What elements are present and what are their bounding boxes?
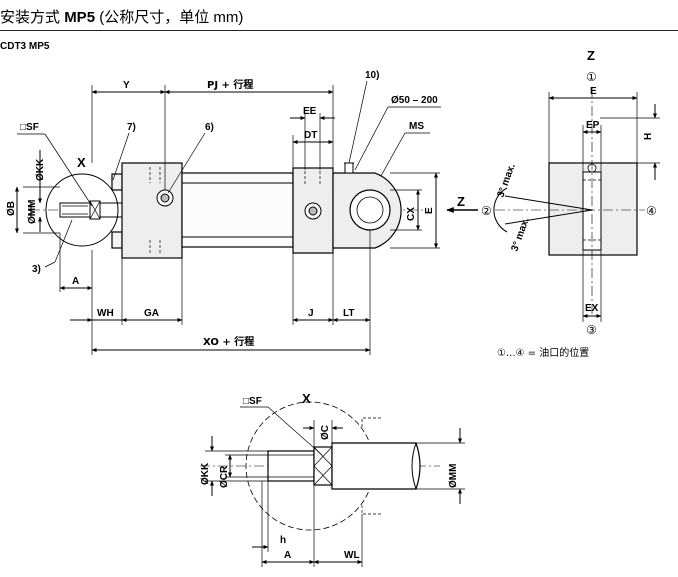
dim-y: Y: [123, 80, 130, 91]
detail-label-x: X: [302, 391, 311, 406]
detail-wrench-flat: [313, 446, 333, 486]
angle-bottom-label: 3° max.: [509, 216, 531, 253]
label-sf: □SF: [20, 122, 39, 133]
dim-kk: ØKK: [35, 158, 46, 181]
dim-lt: LT: [343, 308, 354, 319]
port-legend: ①...④ = 油口的位置: [497, 346, 589, 359]
detail-dim-cr: ØCR: [219, 465, 230, 488]
dim-wh: WH: [97, 308, 114, 319]
detail-dim-a: A: [284, 550, 291, 561]
label-z-view: Z: [587, 48, 595, 63]
side-dim-ex: EX: [585, 303, 599, 314]
front-view: Y PJ + 行程 EE DT 10) Ø50 – 200 MS □SF 7) …: [6, 70, 478, 355]
dim-dt: DT: [304, 130, 317, 141]
label-x: X: [77, 155, 86, 170]
ref-6: 6): [205, 122, 214, 133]
side-dim-h: H: [643, 133, 654, 140]
dim-ga: GA: [144, 308, 159, 319]
detail-dim-mm: ØMM: [448, 464, 459, 488]
port-1-label: ①: [586, 70, 597, 84]
port-3-label: ③: [586, 323, 597, 337]
side-view: Z ① E EP H 3° max. 3° max. ②: [481, 48, 660, 359]
page-title: 安装方式 MP5 (公称尺寸，单位 mm): [0, 6, 243, 27]
side-dim-e: E: [590, 86, 597, 97]
ref-3: 3): [32, 264, 41, 275]
angle-top-label: 3° max.: [495, 162, 517, 199]
detail-rod: [331, 442, 421, 490]
detail-dim-wl: WL: [344, 550, 360, 561]
dim-mm: ØMM: [27, 200, 38, 224]
front-head: [121, 162, 183, 259]
title-divider: [0, 30, 678, 31]
side-dim-ep: EP: [586, 120, 600, 131]
detail-x-circle: [45, 173, 119, 247]
tie-rod-nut-bottom: [111, 231, 123, 249]
ref-7: 7): [127, 122, 136, 133]
title-prefix: 安装方式: [0, 9, 61, 26]
detail-thread: [267, 450, 315, 482]
ref-10: 10): [365, 70, 379, 81]
dim-cx: CX: [406, 207, 417, 221]
detail-view: X □SF ØC ØKK: [200, 391, 465, 567]
detail-dim-c: ØC: [320, 425, 331, 440]
title-suffix: (公称尺寸，单位 mm): [99, 9, 244, 26]
cylinder-tube: [181, 172, 294, 248]
detail-label-sf: □SF: [243, 396, 262, 407]
eye-bushing: [356, 196, 384, 224]
dim-ee: EE: [303, 106, 317, 117]
title-code: MP5: [64, 9, 96, 26]
dim-pj: PJ + 行程: [207, 78, 253, 91]
series-label: CDT3 MP5: [0, 41, 50, 52]
label-z-arrow: Z: [457, 194, 465, 209]
angle-line-top: [504, 195, 593, 211]
dim-a: A: [72, 276, 79, 287]
rod-thread: [59, 202, 91, 218]
dim-j: J: [308, 308, 314, 319]
dim-ms: MS: [409, 121, 424, 132]
detail-dim-kk: ØKK: [200, 462, 211, 485]
dim-range: Ø50 – 200: [391, 95, 438, 106]
port-4-label: ④: [646, 204, 657, 218]
port-2-label: ②: [481, 204, 492, 218]
angle-line-bottom: [504, 209, 593, 225]
grease-nipple: [344, 162, 354, 174]
dim-xo: XO + 行程: [203, 335, 254, 348]
detail-dim-h: h: [280, 535, 286, 546]
dim-b: ØB: [6, 201, 17, 216]
dim-e: E: [424, 207, 435, 214]
tie-rod-nut-top: [111, 173, 123, 191]
